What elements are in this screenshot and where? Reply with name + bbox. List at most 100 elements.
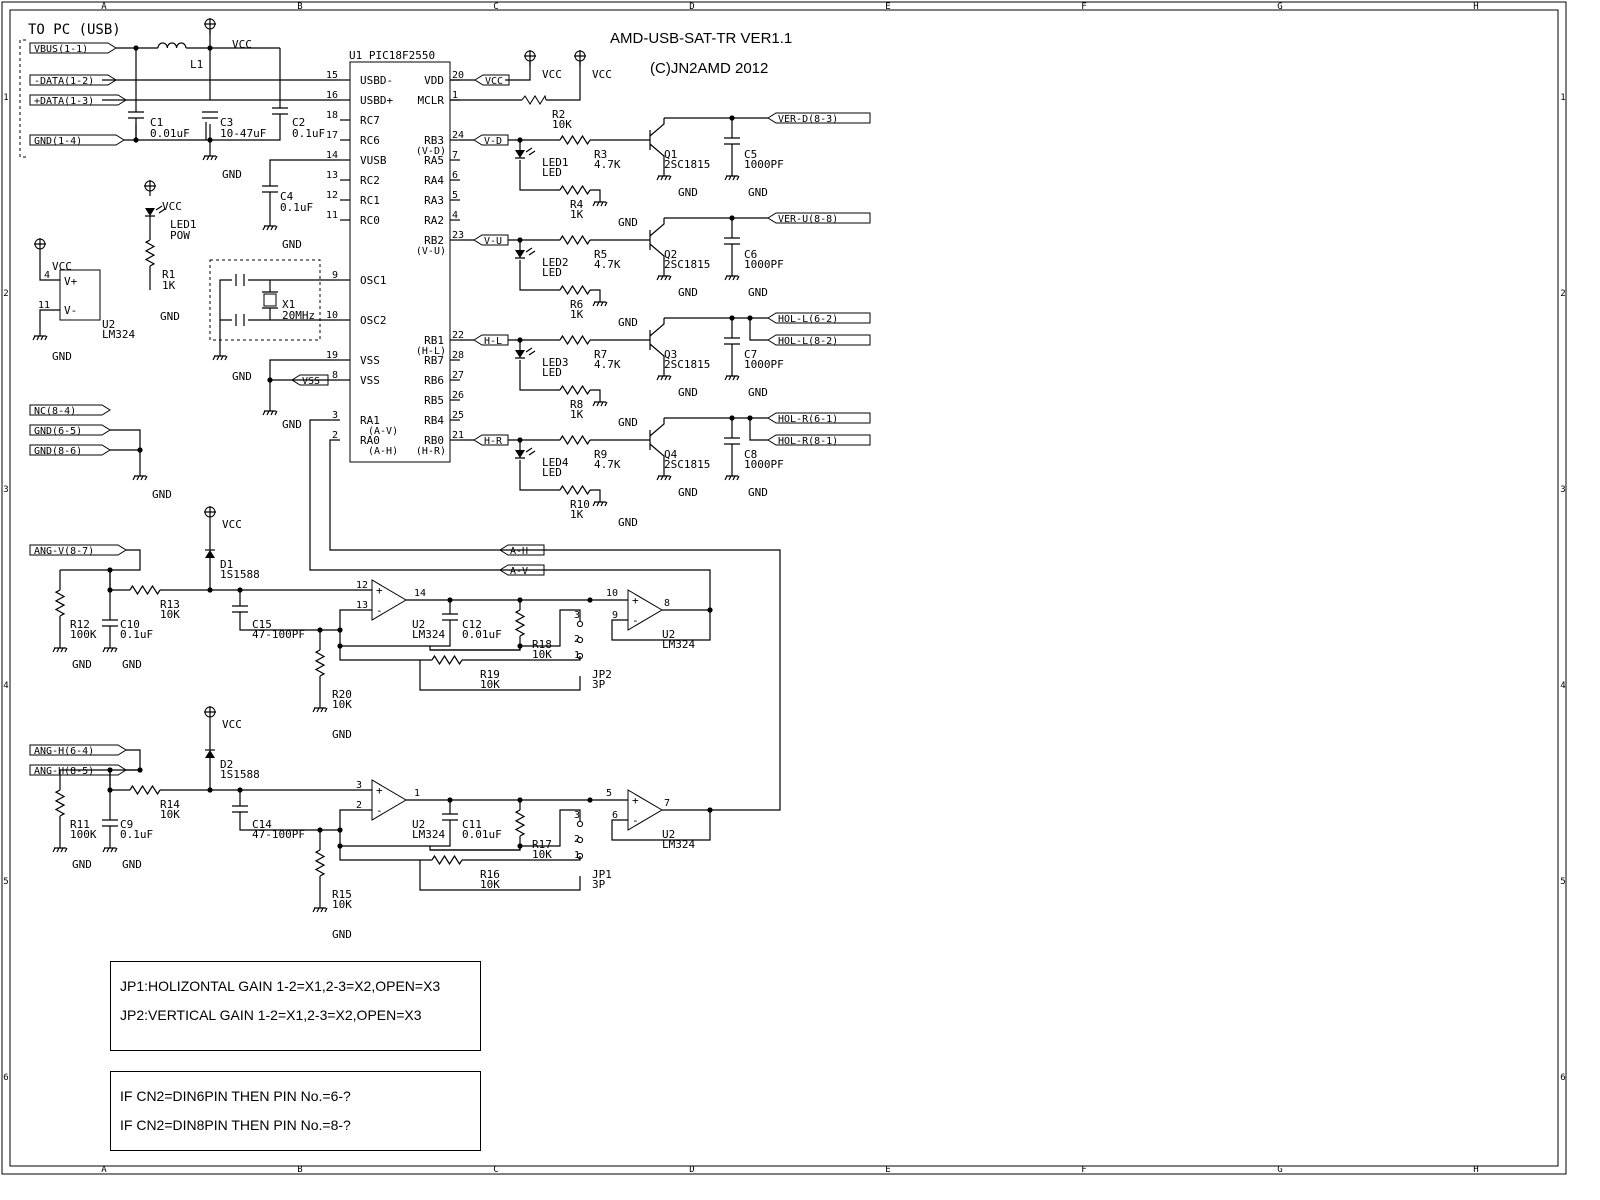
opamp	[627, 589, 663, 631]
port-ah-shape	[499, 544, 545, 556]
opamp-pin: 5	[606, 788, 612, 799]
jumper-pin-num: 2	[574, 634, 580, 645]
u2-pin11: 11	[38, 300, 50, 311]
u2-ref: U2	[102, 318, 115, 331]
gnd-label: GND	[678, 486, 698, 499]
jumper-pin	[576, 836, 584, 844]
mcu-right-pin-name: RB0	[424, 434, 444, 447]
port-gnd86-shape	[29, 444, 111, 456]
junction-dot	[517, 137, 523, 143]
resistor	[559, 234, 591, 246]
ground-symbol	[52, 642, 68, 653]
mcu-right-pin-name: VDD	[424, 74, 444, 87]
drv-q-value: 2SC1815	[664, 258, 710, 271]
gnd-label: GND	[618, 416, 638, 429]
diode	[205, 750, 215, 758]
mcu-left-pin-num: 9	[332, 270, 338, 281]
c1-ref: C1	[150, 116, 163, 129]
jumper-pin	[576, 620, 584, 628]
drv-r-ref: R5	[594, 248, 607, 261]
capacitor	[232, 605, 248, 613]
mcu-right-pin-num: 26	[452, 390, 464, 401]
resistor	[559, 434, 591, 446]
x1-ref: X1	[282, 298, 295, 311]
frame-row-label: 6	[1560, 1073, 1565, 1083]
frame-col-label: A	[101, 1165, 107, 1175]
jumper-note-line-2: JP2:VERTICAL GAIN 1-2=X1,2-3=X2,OPEN=X3	[120, 1007, 422, 1023]
vcc-label: VCC	[232, 38, 252, 51]
amp-u2a-ref: U2	[412, 618, 425, 631]
gnd-label: GND	[232, 370, 252, 383]
amp-d-value: 1S1588	[220, 568, 260, 581]
port-dminus: -DATA(1-2)	[34, 76, 94, 87]
c3-ref: C3	[220, 116, 233, 129]
frame-col-label: G	[1277, 2, 1282, 12]
led-bar	[515, 247, 536, 259]
opamp-pin: 14	[414, 588, 426, 599]
drv-q-ref: Q2	[664, 248, 677, 261]
mcu-right-pin-num: 5	[452, 190, 458, 201]
junction-dot	[517, 337, 523, 343]
mcu-left-pin-num: 13	[326, 170, 338, 181]
drv-led-ref: LED1	[542, 156, 569, 169]
capacitor	[724, 237, 740, 245]
transistor	[640, 317, 733, 370]
led-bar	[515, 147, 536, 159]
frame-row-label: 1	[1560, 93, 1565, 103]
drv-led-value: LED	[542, 466, 562, 479]
mcu-body	[349, 61, 451, 463]
amp-u2b-value: LM324	[662, 638, 695, 651]
resistor	[559, 184, 591, 196]
r2-ref: R2	[552, 108, 565, 121]
frame-col-label: B	[297, 2, 302, 12]
drv-led-ref: LED2	[542, 256, 569, 269]
amp-rs-ref: R13	[160, 598, 180, 611]
port-verd: VER-D(8-3)	[778, 114, 838, 125]
mcu-right-pin-name: RB5	[424, 394, 444, 407]
port-angv-shape	[29, 544, 127, 556]
port-nc: NC(8-4)	[34, 406, 76, 417]
drv-rl-value: 1K	[570, 208, 584, 221]
gnd-label: GND	[678, 386, 698, 399]
amp-cin-value: 0.1uF	[120, 628, 153, 641]
amp-r3-value: 10K	[480, 678, 500, 691]
led-pow-value: POW	[170, 229, 190, 242]
mcu-left-pin-name: OSC1	[360, 274, 387, 287]
junction-dot	[517, 797, 523, 803]
mcu-left-pin-name: RA0	[360, 434, 380, 447]
amp-u2a-value: LM324	[412, 828, 445, 841]
driver-stages: V-DR34.7KQ12SC1815C51000PFLED1LEDR41KGND…	[460, 112, 871, 529]
crystal-wires	[219, 274, 340, 350]
ground-symbol	[724, 270, 740, 281]
frame-row-label: 5	[1560, 877, 1565, 887]
resistor	[431, 854, 463, 866]
opamp-minus: -	[632, 814, 639, 827]
r2-symbol	[521, 94, 547, 105]
led	[515, 250, 525, 258]
drv-rl-value: 1K	[570, 408, 584, 421]
junction-dot	[207, 137, 213, 143]
drv-c-value: 1000PF	[744, 358, 784, 371]
drv-r-ref: R3	[594, 148, 607, 161]
mcu-left-pin-name: RC0	[360, 214, 380, 227]
amp-rin-ref: R11	[70, 818, 90, 831]
gnd-label: GND	[678, 186, 698, 199]
r2-value: 10K	[552, 118, 572, 131]
gnd-label: GND	[72, 658, 92, 671]
amp-r2-ref: R18	[532, 638, 552, 651]
jumper-pin-num: 1	[574, 650, 580, 661]
amp-rin-ref: R12	[70, 618, 90, 631]
mcu-right-pin-name: RB3	[424, 134, 444, 147]
amp-cf-value: 47-100PF	[252, 628, 305, 641]
junction-dot	[107, 567, 113, 573]
opamp-pin: 7	[664, 798, 670, 809]
ground-symbol	[656, 370, 672, 381]
amp-u2a-value: LM324	[412, 628, 445, 641]
port-angv: ANG-V(8-7)	[34, 546, 94, 557]
amp-rg-value: 10K	[332, 898, 352, 911]
mcu-ref: U1 PIC18F2550	[349, 49, 435, 62]
amp-c2-value: 0.01uF	[462, 828, 502, 841]
capacitor	[724, 337, 740, 345]
